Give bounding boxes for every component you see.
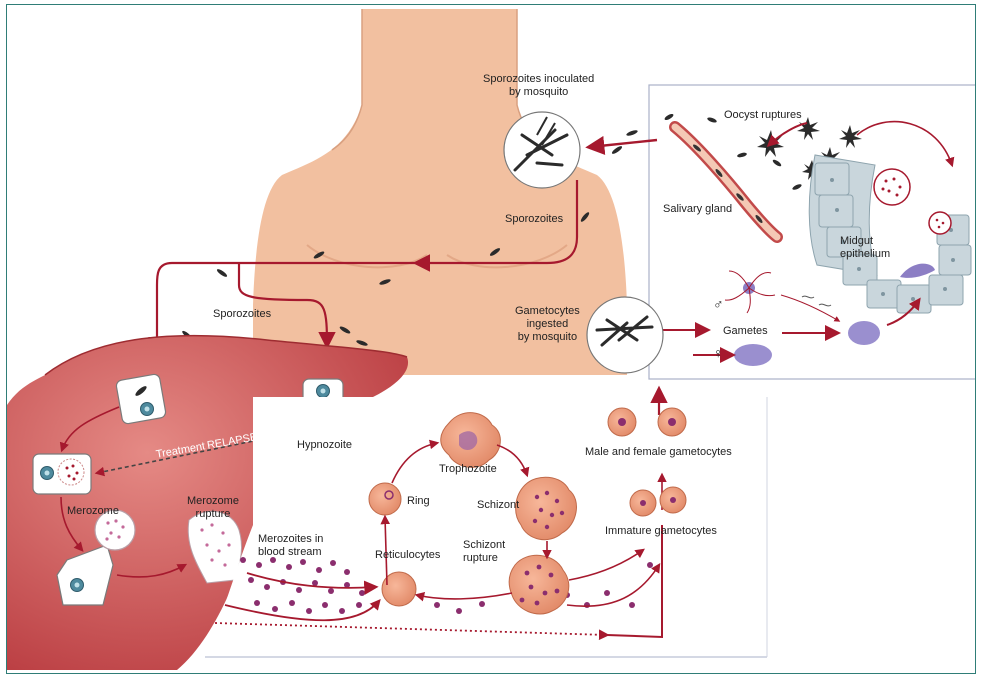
label-salivary-gland: Salivary gland (663, 203, 732, 216)
label-male-female-gametocytes: Male and female gametocytes (585, 446, 732, 459)
female-symbol: ♀ (713, 347, 724, 360)
male-symbol: ♂ (713, 298, 724, 311)
malaria-lifecycle-diagram (7, 5, 976, 674)
label-reticulocytes: Reticulocytes (375, 549, 440, 562)
ring-stage (369, 483, 401, 515)
label-gametocytes-ingested: Gametocytes ingested by mosquito (515, 305, 580, 344)
label-merozome: Merozome (67, 505, 119, 518)
label-oocyst-ruptures: Oocyst ruptures (724, 109, 802, 122)
label-midgut-epithelium: Midgut epithelium (840, 235, 890, 261)
label-immature-gametocytes: Immature gametocytes (605, 525, 717, 538)
label-merozome-rupture: Merozome rupture (187, 495, 239, 521)
figure-frame: Sporozoites inoculated by mosquito Oocys… (6, 4, 976, 674)
hepatocyte-infected (116, 374, 167, 425)
label-sporozoites-left: Sporozoites (213, 308, 271, 321)
label-schizont: Schizont (477, 499, 519, 512)
label-sporozoites-upper: Sporozoites (505, 213, 563, 226)
schizont-liver-cell (33, 454, 91, 494)
mosquito-bite-inset (504, 112, 580, 188)
mosquito-feeding-inset (587, 297, 663, 373)
mosquito-stage-panel (649, 85, 976, 379)
label-ring: Ring (407, 495, 430, 508)
label-hypnozoite: Hypnozoite (297, 439, 352, 452)
label-gametes: Gametes (723, 325, 768, 338)
label-schizont-rupture: Schizont rupture (463, 539, 505, 565)
label-merozoites-blood: Merozoites in blood stream (258, 533, 323, 559)
label-sporozoites-inoculated: Sporozoites inoculated by mosquito (483, 73, 594, 99)
label-trophozoite: Trophozoite (439, 463, 497, 476)
